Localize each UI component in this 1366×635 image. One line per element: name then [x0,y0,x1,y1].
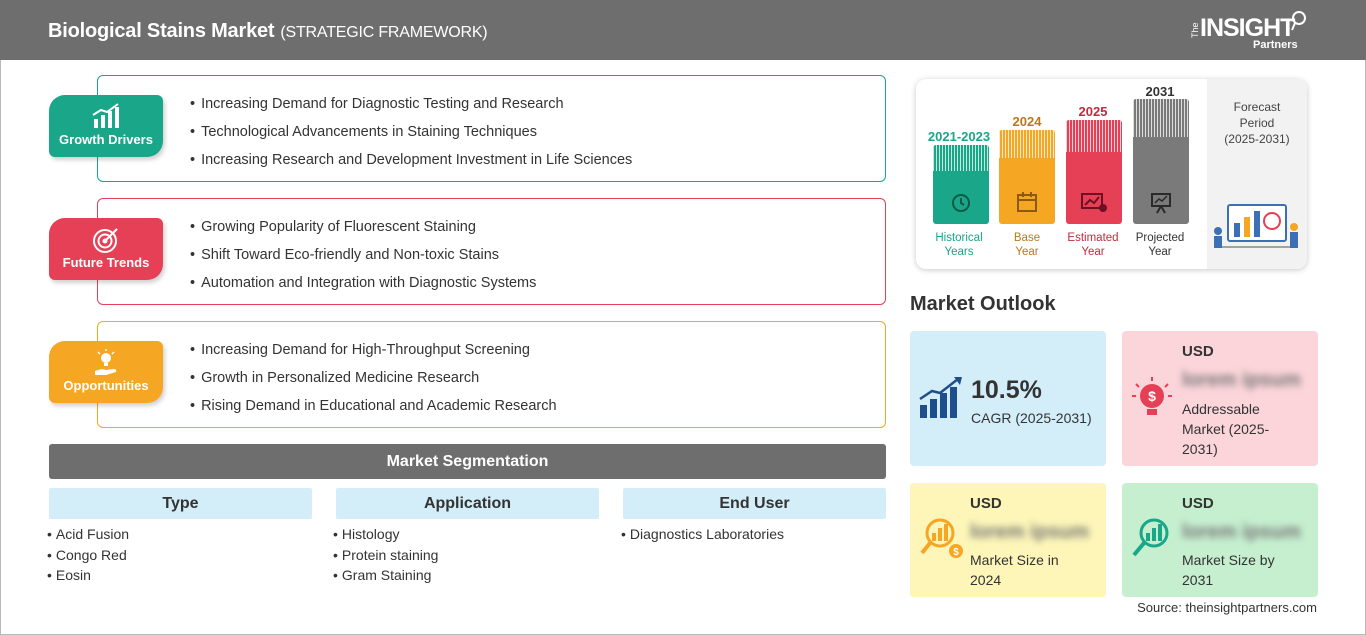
presentation-icon [1151,193,1171,214]
market-size-2031-tile: USD lorem ipsum Market Size by 2031 [1122,483,1318,597]
segment-list-type: Acid Fusion Congo Red Eosin [47,525,129,587]
list-item: Increasing Research and Development Inve… [190,151,632,179]
opportunities-badge: Opportunities [49,341,163,403]
size-2031-usd: USD [1182,495,1214,512]
market-outlook-title: Market Outlook [910,293,1056,315]
addressable-value: lorem ipsum [1182,369,1301,391]
magnifier-chart-icon: $ [920,518,963,558]
size-2024-label: Market Size in 2024 [970,552,1059,588]
addressable-usd: USD [1182,343,1214,360]
svg-text:$: $ [953,547,959,558]
source-credit[interactable]: Source: theinsightpartners.com [1137,600,1317,615]
list-item: Congo Red [47,546,129,567]
timeline-bar-projected [1133,99,1189,224]
timeline-year-base: 2024 [1012,114,1042,129]
gear-chart-icon [1081,193,1107,212]
money-bulb-icon: $ [1132,377,1172,415]
list-item: Histology [333,525,438,546]
growth-drivers-label: Growth Drivers [59,132,153,147]
future-trends-badge: Future Trends [49,218,163,280]
segment-head-type: Type [49,488,312,519]
addressable-market-tile: $ USD lorem ipsum Addressable Market (20… [1122,331,1318,466]
timeline-bar-base [999,130,1055,224]
timeline-bar-historical [933,145,989,224]
timeline-caption-base: Base Year [1013,232,1041,258]
target-icon [93,228,118,253]
timeline-caption-historical: Historical Years [935,232,983,258]
market-size-2024-tile: $ USD lorem ipsum Market Size in 2024 [910,483,1106,597]
growth-drivers-card: Increasing Demand for Diagnostic Testing… [97,75,886,182]
title-subtitle: (STRATEGIC FRAMEWORK) [280,24,488,41]
segment-list-application: Histology Protein staining Gram Staining [333,525,439,587]
list-item: Gram Staining [333,566,438,587]
forecast-period-box: Forecast Period (2025-2031) [1207,79,1307,269]
opportunities-label: Opportunities [63,378,149,393]
list-item: Technological Advancements in Staining T… [190,123,632,151]
list-item: Acid Fusion [47,525,129,546]
page-title: Biological Stains Market (STRATEGIC FRAME… [48,20,488,43]
timeline-bar-estimated [1066,120,1122,224]
opportunities-card: Increasing Demand for High-Throughput Sc… [97,321,886,428]
insight-partners-logo[interactable]: The INSIGHT Partners [1190,10,1310,52]
timeline-caption-estimated: Estimated Year [1067,232,1119,258]
growth-drivers-list: Increasing Demand for Diagnostic Testing… [190,95,632,179]
timeline-year-estimated: 2025 [1078,104,1108,119]
forecast-label: Forecast Period [1233,100,1281,130]
logo-magnifier-icon [1291,11,1306,31]
list-item: Automation and Integration with Diagnost… [190,274,536,302]
magnifier-chart-icon [1132,518,1169,557]
list-item: Increasing Demand for High-Throughput Sc… [190,341,557,369]
logo-partners: Partners [1253,39,1298,51]
list-item: Increasing Demand for Diagnostic Testing… [190,95,632,123]
list-item: Diagnostics Laboratories [621,525,784,546]
forecast-range: (2025-2031) [1224,132,1290,146]
segment-head-end-user: End User [623,488,886,519]
size-2031-label: Market Size by 2031 [1182,552,1275,588]
list-item: Eosin [47,566,129,587]
growth-bars-icon [919,377,962,418]
lightbulb-hand-icon [95,349,117,375]
segment-list-end-user: Diagnostics Laboratories [621,525,784,546]
future-trends-label: Future Trends [62,255,150,270]
future-trends-list: Growing Popularity of Fluorescent Staini… [190,218,536,302]
size-2024-usd: USD [970,495,1002,512]
growth-drivers-badge: Growth Drivers [49,95,163,157]
cagr-value: 10.5% [971,376,1042,404]
opportunities-list: Increasing Demand for High-Throughput Sc… [190,341,557,425]
list-item: Shift Toward Eco-friendly and Non-toxic … [190,246,536,274]
growth-chart-icon [92,103,119,128]
cagr-tile [910,331,1106,466]
header-bar: Biological Stains Market (STRATEGIC FRAME… [0,0,1366,60]
title-text: Biological Stains Market [48,20,275,42]
logo-insight: INSIGHT [1200,14,1295,42]
segment-head-application: Application [336,488,599,519]
logo-the: The [1190,22,1200,38]
future-trends-card: Growing Popularity of Fluorescent Staini… [97,198,886,305]
svg-text:$: $ [1148,388,1156,404]
timeline-caption-projected: Projected Year [1135,232,1185,258]
list-item: Growing Popularity of Fluorescent Staini… [190,218,536,246]
list-item: Protein staining [333,546,439,567]
size-2031-value: lorem ipsum [1182,521,1301,543]
list-item: Rising Demand in Educational and Academi… [190,397,556,425]
market-segmentation-bar: Market Segmentation [49,444,886,479]
cagr-label: CAGR (2025-2031) [971,410,1092,426]
addressable-label: Addressable Market (2025-2031) [1182,401,1270,457]
timeline-year-projected: 2031 [1145,84,1175,99]
calendar-icon [1017,192,1037,212]
timeline-year-historical: 2021-2023 [927,129,991,144]
history-icon [952,194,970,212]
analytics-people-icon [1214,204,1298,248]
size-2024-value: lorem ipsum [970,521,1089,543]
list-item: Growth in Personalized Medicine Research [190,369,557,397]
